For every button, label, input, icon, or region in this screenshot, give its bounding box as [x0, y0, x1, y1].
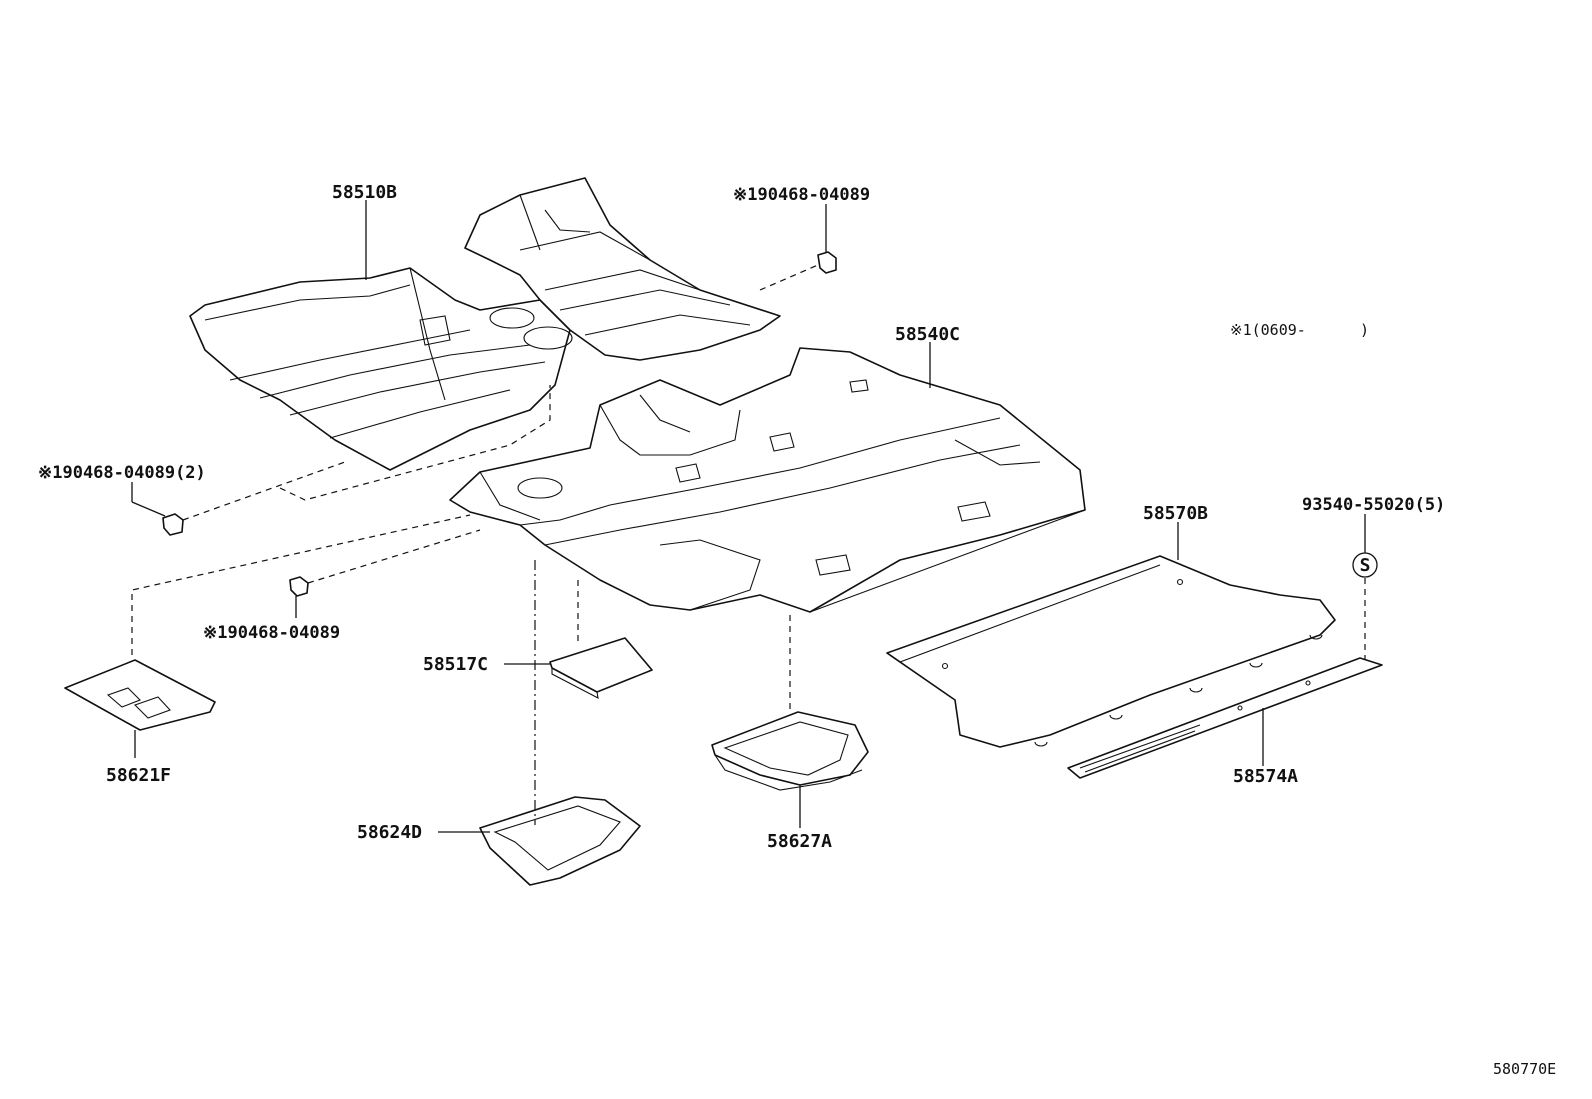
pad-58517C	[549, 637, 653, 699]
label-58540C: 58540C	[895, 324, 960, 345]
clip-icon	[162, 513, 184, 536]
label-58627A: 58627A	[767, 831, 832, 852]
label-screw: 93540-55020(5)	[1302, 495, 1445, 515]
clip-icon	[289, 576, 309, 597]
clip-icon	[817, 251, 837, 274]
label-clip-left: ※190468-04089(2)	[38, 463, 206, 483]
label-58624D: 58624D	[357, 822, 422, 843]
assembly-lines	[131, 264, 1366, 825]
label-58570B: 58570B	[1143, 503, 1208, 524]
label-58574A: 58574A	[1233, 766, 1298, 787]
tray-58624D	[479, 796, 641, 886]
applicability-note: ※1(0609- )	[1230, 321, 1369, 339]
screw-symbol-text: S	[1360, 555, 1371, 576]
label-58517C: 58517C	[423, 654, 488, 675]
front-carpet-58510B	[189, 177, 781, 471]
figure-code: 580770E	[1493, 1060, 1556, 1078]
label-58621F: 58621F	[106, 765, 171, 786]
leader-lines	[131, 200, 1366, 833]
label-58510B: 58510B	[332, 182, 397, 203]
scuff-plate-58574A	[1067, 657, 1383, 779]
label-clip-mid: ※190468-04089	[203, 623, 340, 643]
deck-board-58570B	[886, 555, 1336, 748]
label-clip-top: ※190468-04089	[733, 185, 870, 205]
pad-58621F	[64, 659, 216, 731]
rear-carpet-58540C	[449, 347, 1086, 613]
tray-58627A	[711, 711, 869, 791]
screw-symbol: S	[1352, 552, 1378, 578]
